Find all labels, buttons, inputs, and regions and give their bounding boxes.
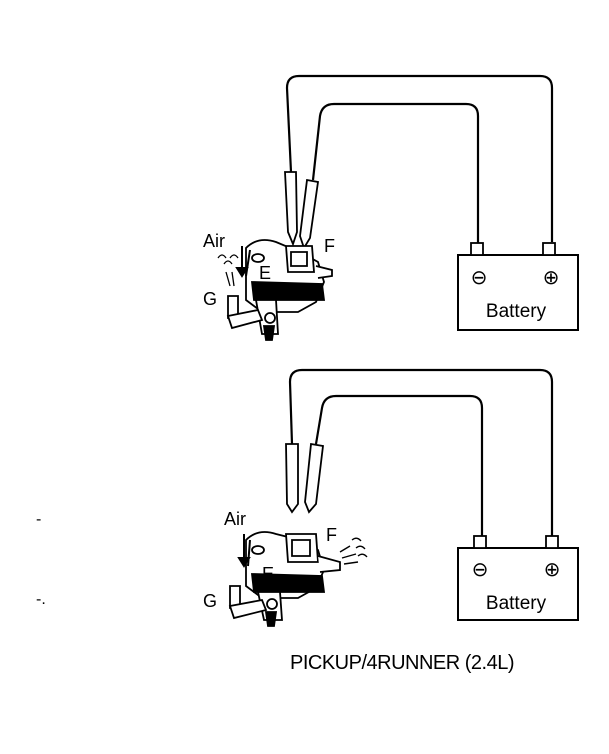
margin-mark-1: -	[36, 511, 41, 528]
bottom-port-g-label: G	[203, 591, 217, 611]
top-wire-positive	[285, 74, 554, 242]
bottom-battery-positive-terminal: ⊕	[544, 559, 561, 581]
top-vsv-valve	[245, 239, 333, 341]
bottom-wire-negative	[314, 394, 484, 540]
top-test-probes	[284, 171, 320, 251]
bottom-air-label: Air	[224, 509, 246, 529]
top-port-g-pipe	[226, 295, 264, 330]
top-port-f-label: F	[324, 236, 335, 256]
top-diagram: ⊖ ⊕ Battery	[203, 74, 579, 341]
top-air-label: Air	[203, 231, 225, 251]
bottom-port-e-label: E	[262, 564, 274, 584]
margin-mark-2: -.	[36, 591, 46, 608]
top-battery-label: Battery	[486, 301, 547, 322]
bottom-test-probes	[285, 442, 324, 514]
top-battery-negative-terminal: ⊖	[471, 267, 488, 289]
top-port-g-label: G	[203, 289, 217, 309]
top-battery-positive-terminal: ⊕	[543, 267, 560, 289]
bottom-port-g-pipe	[228, 585, 268, 620]
bottom-port-f-label: F	[326, 525, 337, 545]
top-port-e-label: E	[259, 263, 271, 283]
top-air-flow-arrows	[217, 246, 251, 287]
top-wire-negative	[311, 102, 480, 248]
bottom-air-inlet-arrow	[237, 534, 251, 568]
bottom-wire-positive	[288, 368, 554, 536]
bottom-diagram: ⊖ ⊕ Battery	[203, 368, 579, 627]
bottom-battery-negative-terminal: ⊖	[472, 559, 489, 581]
figure-caption: PICKUP/4RUNNER (2.4L)	[290, 652, 515, 674]
bottom-battery: ⊖ ⊕ Battery	[457, 535, 579, 621]
top-battery: ⊖ ⊕ Battery	[457, 242, 579, 331]
bottom-air-outlet-arrows	[339, 537, 368, 565]
bottom-vsv-valve	[245, 531, 341, 627]
bottom-battery-label: Battery	[486, 593, 547, 614]
